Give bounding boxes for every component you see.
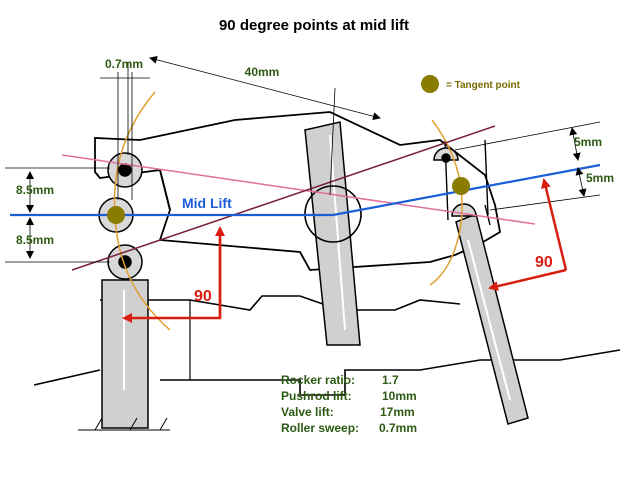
spec-label: Pushrod lift: [281, 389, 352, 403]
pivot-post [304, 121, 361, 346]
rollers-right [433, 147, 477, 217]
diagram-title: 90 degree points at mid lift [219, 17, 409, 34]
spec-label: Roller sweep: [281, 421, 359, 435]
right-angle-arrow-right [488, 178, 568, 292]
maroon-geometry-line [71, 125, 496, 271]
pink-geometry-line [61, 154, 536, 225]
pushrod-left [78, 279, 170, 431]
lower-offset-label: 8.5mm [16, 233, 54, 247]
spec-label: Rocker ratio: [281, 373, 355, 387]
spec-value: 0.7mm [379, 421, 417, 435]
legend-tangent-text: = Tangent point [446, 80, 521, 91]
mid-lift-label: Mid Lift [182, 195, 232, 211]
rollers-left [98, 152, 143, 280]
tangent-point-right [452, 177, 470, 195]
sweep-top-label: 0.7mm [105, 57, 143, 71]
dimension-sweep [100, 72, 150, 200]
legend-tangent-swatch [421, 75, 439, 93]
angle-left-label: 90 [194, 288, 212, 305]
valve-upper-label: 5mm [574, 135, 602, 149]
sweep-arcs [113, 91, 463, 331]
dimension-40mm [127, 55, 381, 196]
spec-table: Rocker ratio: 1.7 Pushrod lift: 10mm Val… [281, 373, 417, 435]
spec-label: Valve lift: [281, 405, 334, 419]
dimension-offsets-left [5, 167, 110, 263]
arm-length-label: 40mm [245, 65, 280, 79]
spec-value: 17mm [380, 405, 415, 419]
dimension-offsets-right [454, 121, 601, 211]
tangent-point-left [107, 206, 125, 224]
upper-offset-label: 8.5mm [16, 183, 54, 197]
angle-right-label: 90 [535, 254, 553, 271]
spec-value: 10mm [382, 389, 417, 403]
right-angle-arrow-left [122, 226, 225, 323]
spec-value: 1.7 [382, 373, 399, 387]
valve-lower-label: 5mm [586, 171, 614, 185]
engine-structure [33, 295, 621, 396]
rocker-arm [94, 111, 501, 271]
